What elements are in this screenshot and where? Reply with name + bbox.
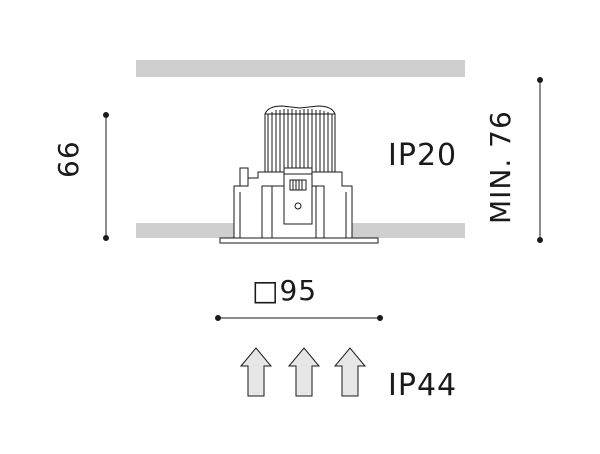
up-arrow-icon-3: [333, 347, 367, 397]
up-arrow-icon-2: [287, 347, 321, 397]
width-dimension: [215, 315, 383, 321]
min-depth-dimension: [537, 77, 543, 243]
min-depth-dimension-label: MIN. 76: [484, 110, 517, 224]
height-dimension-label: 66: [52, 140, 85, 178]
ip20-rating-label: IP20: [388, 138, 458, 173]
ceiling-slab-top: [136, 60, 465, 77]
up-arrow-icon-1: [239, 347, 273, 397]
width-dimension-label: □95: [252, 274, 318, 307]
downlight-luminaire: [219, 105, 379, 244]
heatsink: [264, 105, 336, 173]
ceiling-board-right: [352, 223, 465, 238]
connector-block: [283, 167, 313, 225]
ip44-rating-label: IP44: [388, 368, 458, 403]
height-dimension: [103, 112, 109, 241]
trim-flange: [219, 237, 379, 244]
ceiling-board-left: [136, 223, 234, 238]
